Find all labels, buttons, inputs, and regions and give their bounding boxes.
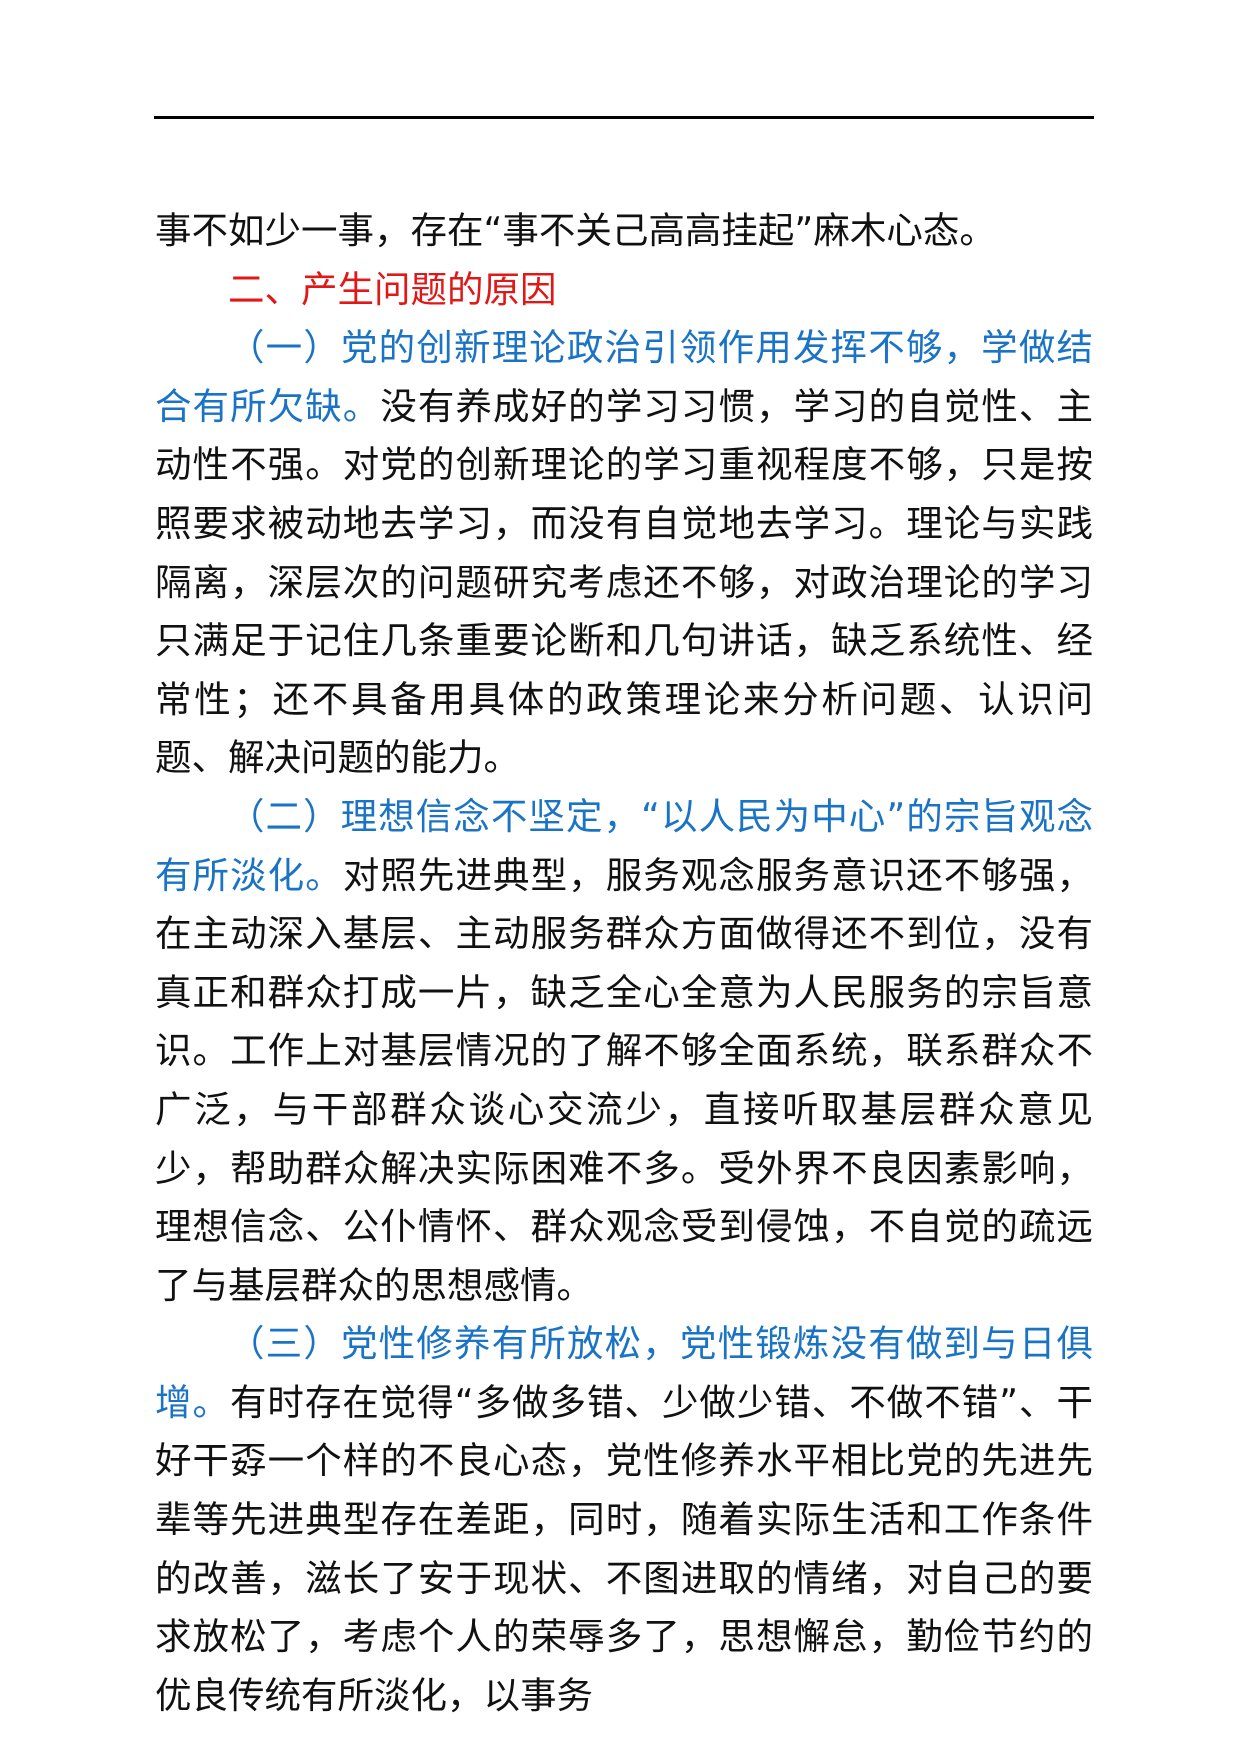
subsection-3-heading: （三）党性修养有所放松，党性锻炼没有做到与日俱增。 <box>155 1322 1093 1424</box>
subsection-2-body: 对照先进典型，服务观念服务意识还不够强，在主动深入基层、主动服务群众方面做得还不… <box>155 853 1093 1307</box>
subsection-1-body: 没有养成好的学习习惯，学习的自觉性、主动性不强。对党的创新理论的学习重视程度不够… <box>155 384 1093 780</box>
section-heading-paragraph: 二、产生问题的原因 <box>155 261 1093 320</box>
subsection-1-paragraph: （一）党的创新理论政治引领作用发挥不够，学做结合有所欠缺。没有养成好的学习习惯，… <box>155 319 1093 788</box>
subsection-2-paragraph: （二）理想信念不坚定，“以人民为中心”的宗旨观念有所淡化。对照先进典型，服务观念… <box>155 788 1093 1315</box>
subsection-1-heading: （一）党的创新理论政治引领作用发挥不够，学做结合有所欠缺。 <box>155 326 1093 428</box>
subsection-3-body: 有时存在觉得“多做多错、少做少错、不做不错”、干好干孬一个样的不良心态，党性修养… <box>155 1380 1093 1717</box>
document-body: 事不如少一事，存在“事不关己高高挂起”麻木心态。 二、产生问题的原因 （一）党的… <box>155 202 1093 1725</box>
continuation-text: 事不如少一事，存在“事不关己高高挂起”麻木心态。 <box>155 209 996 252</box>
section-heading: 二、产生问题的原因 <box>228 267 557 311</box>
subsection-2-heading: （二）理想信念不坚定，“以人民为中心”的宗旨观念有所淡化。 <box>155 794 1093 897</box>
subsection-3-paragraph: （三）党性修养有所放松，党性锻炼没有做到与日俱增。有时存在觉得“多做多错、少做少… <box>155 1315 1093 1725</box>
header-rule <box>154 116 1094 119</box>
continuation-paragraph: 事不如少一事，存在“事不关己高高挂起”麻木心态。 <box>155 202 1093 261</box>
